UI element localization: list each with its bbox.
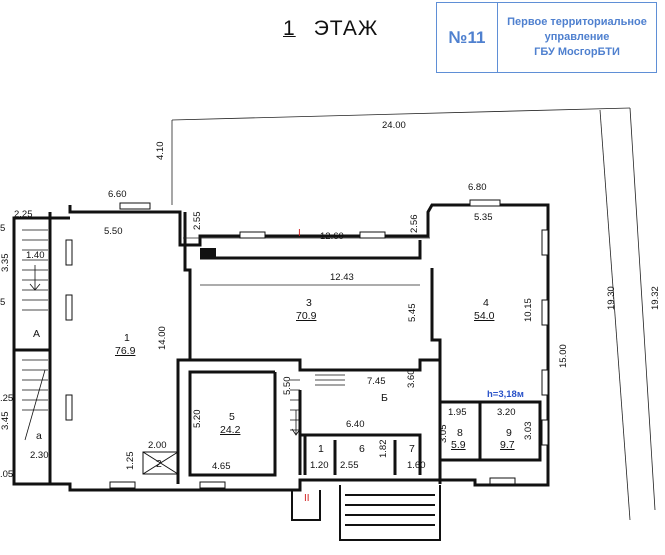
dim-edge-1: 3.35: [0, 253, 11, 273]
dim-door-width: 2.00: [148, 440, 167, 451]
room-a-small: а: [36, 430, 42, 442]
dim-top-offset: 4.10: [155, 141, 166, 161]
room-9-area: 9.7: [500, 439, 515, 451]
dim-edge-4: 5: [0, 223, 6, 234]
stamp-line-2: управление: [544, 31, 610, 44]
dim-right-total-inner: 19.30: [606, 286, 617, 310]
room-7: 7: [409, 443, 415, 455]
room-4-number: 4: [483, 297, 489, 309]
dim-stair-width: 1.40: [26, 250, 45, 261]
room-5-area: 24.2: [220, 424, 241, 436]
ceiling-height: h=3,18м: [487, 389, 524, 400]
floor-label: ЭТАЖ: [313, 17, 379, 40]
dim-stair-b-height: 5.50: [282, 376, 293, 396]
dim-room5-width: 4.65: [212, 461, 231, 472]
dim-b-height: 3.60: [406, 369, 417, 389]
dim-r8-width: 1.95: [448, 407, 467, 418]
dim-room4-height: 10.15: [523, 298, 534, 322]
mark-roman-2: II: [304, 493, 310, 504]
dim-room5-height: 5.20: [192, 409, 203, 429]
room-2: 2: [156, 458, 162, 470]
stamp-number: №11: [437, 3, 498, 72]
dim-left-corridor: 2.25: [14, 209, 33, 220]
bti-stamp: №11 Первое территориальное управление ГБ…: [436, 2, 657, 73]
mark-roman-1: I: [298, 228, 301, 239]
dim-left-a: 2.30: [30, 450, 49, 461]
floor-number: 1: [283, 17, 296, 40]
dim-edge-5: 5: [0, 297, 6, 308]
dim-r6-height: 1.82: [378, 439, 389, 459]
room-a-capital: А: [33, 328, 41, 340]
dim-edge-3: .05: [0, 469, 14, 480]
room-1-small: 1: [318, 443, 324, 455]
dim-right-total-outer: 19.32: [650, 286, 661, 310]
room-8-area: 5.9: [451, 439, 466, 451]
building-outline: [12, 203, 550, 492]
dim-b-width: 7.45: [367, 376, 386, 387]
dim-hall-inner: 12.43: [330, 272, 354, 283]
dim-r8-height: 3.05: [438, 424, 449, 444]
room-8-number: 8: [457, 427, 463, 439]
dim-step-right: 2.56: [409, 214, 420, 234]
room-6: 6: [359, 443, 365, 455]
room-3-area: 70.9: [296, 310, 317, 322]
dim-step-left: 2.55: [192, 211, 203, 231]
dim-right-block: 6.80: [468, 182, 487, 193]
dim-edge-2: .25: [0, 393, 14, 404]
room-1-number: 1: [124, 332, 130, 344]
stamp-line-3: ГБУ МосгорБТИ: [534, 45, 620, 58]
dim-room4-top: 5.35: [474, 212, 493, 223]
dim-door-height: 1.25: [125, 451, 136, 471]
dim-r6-width: 2.55: [340, 460, 359, 471]
dim-room3-height: 5.45: [407, 303, 418, 323]
room-5-number: 5: [229, 411, 235, 423]
dim-left-a-height: 3.45: [0, 411, 11, 431]
dim-r9-height: 3.03: [523, 421, 534, 441]
room-b: Б: [381, 392, 388, 404]
dim-hall-width: 12.60: [320, 231, 344, 242]
room-4-area: 54.0: [474, 310, 495, 322]
dim-r1-width: 1.20: [310, 460, 329, 471]
room-3-number: 3: [306, 297, 312, 309]
stamp-line-1: Первое территориальное: [507, 16, 647, 29]
dim-right-height: 15.00: [558, 344, 569, 368]
dim-top-total: 24.00: [382, 120, 406, 131]
dim-room1-top: 5.50: [104, 226, 123, 237]
dim-room1-height: 14.00: [157, 326, 168, 350]
dim-r7-width: 1.60: [407, 460, 426, 471]
dim-b-lower-width: 6.40: [346, 419, 365, 430]
dim-r9-width: 3.20: [497, 407, 516, 418]
room-1-area: 76.9: [115, 345, 136, 357]
dim-left-block: 6.60: [108, 189, 127, 200]
floor-title: 1 ЭТАЖ: [255, 18, 378, 39]
room-9-number: 9: [506, 427, 512, 439]
